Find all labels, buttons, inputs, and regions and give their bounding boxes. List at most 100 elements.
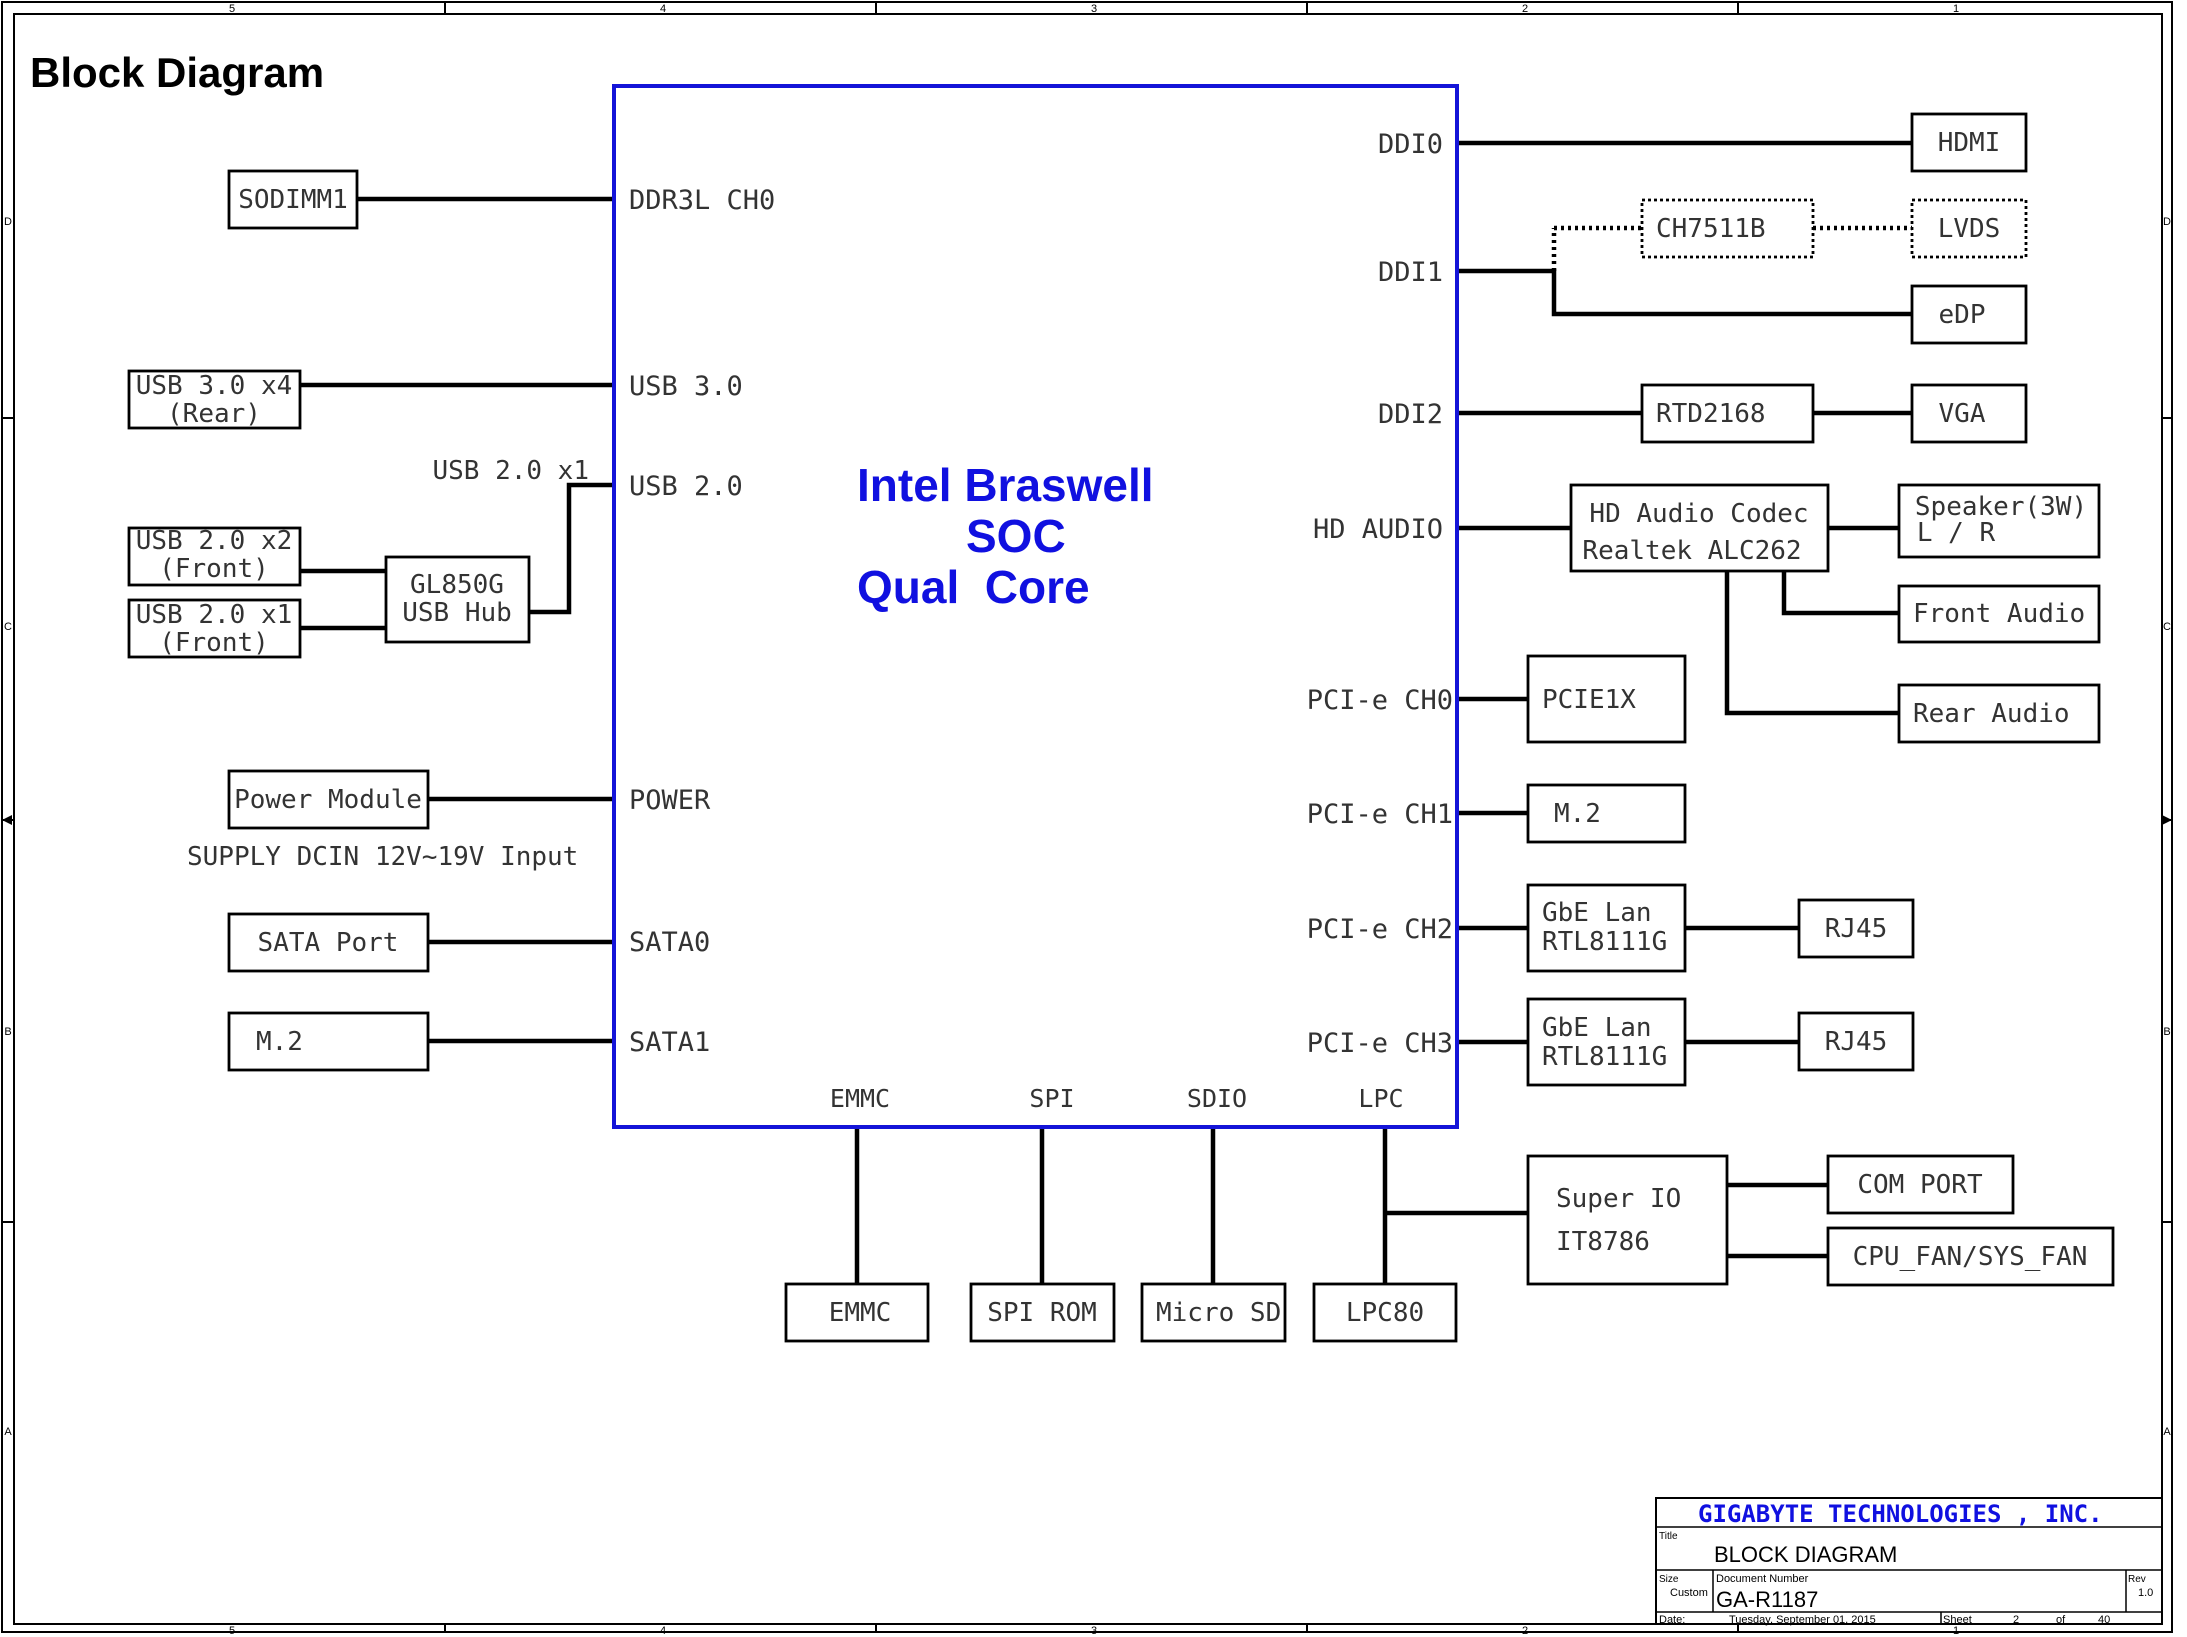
- usb-hub-chip: GL850G: [410, 570, 504, 600]
- block-gbe-lan-2: GbE Lan RTL8111G: [1526, 997, 1687, 1087]
- block-rear-audio: Rear Audio: [1897, 683, 2101, 744]
- col-label-top: 1: [1953, 3, 1959, 15]
- row-label-left: C: [4, 621, 12, 633]
- usb-hub-label: USB Hub: [402, 598, 512, 628]
- pin-hd-audio: HD AUDIO: [1313, 514, 1443, 545]
- pin-lpc: LPC: [1358, 1084, 1403, 1113]
- usb2-x1-front-sublabel: (Front): [159, 628, 269, 658]
- codec-label: HD Audio Codec: [1589, 499, 1808, 529]
- sodimm1-label: SODIMM1: [238, 185, 348, 215]
- soc-block: [612, 84, 1459, 1129]
- pin-spi: SPI: [1029, 1084, 1074, 1113]
- vga-label: VGA: [1939, 399, 1986, 429]
- col-label-bottom: 5: [229, 1625, 235, 1637]
- soc-cores: Qual Core: [857, 561, 1090, 613]
- pin-pcie-ch1: PCI-e CH1: [1307, 799, 1453, 830]
- pin-sata1: SATA1: [629, 1027, 710, 1058]
- pin-sdio: SDIO: [1187, 1084, 1247, 1113]
- pin-ddr3l-ch0: DDR3L CH0: [629, 185, 775, 216]
- block-rj45-2: RJ45: [1797, 1011, 1915, 1072]
- col-label-bottom: 4: [660, 1625, 666, 1637]
- spi-rom-label: SPI ROM: [987, 1298, 1097, 1328]
- pin-usb2: USB 2.0: [629, 471, 743, 502]
- emmc-label: EMMC: [829, 1298, 892, 1328]
- row-label-left: A: [4, 1426, 12, 1438]
- super-io-chip: IT8786: [1556, 1227, 1650, 1257]
- usb2-x2-label: USB 2.0 x2: [136, 526, 293, 556]
- row-label-right: D: [2163, 216, 2171, 228]
- pin-pcie-ch2: PCI-e CH2: [1307, 914, 1453, 945]
- usb2-x2-sublabel: (Front): [159, 554, 269, 584]
- pin-ddi1: DDI1: [1378, 257, 1443, 288]
- pin-ddi2: DDI2: [1378, 399, 1443, 430]
- rev-field-label: Rev: [2128, 1574, 2146, 1585]
- gbe2-label: GbE Lan: [1542, 1013, 1652, 1043]
- row-label-left: D: [4, 216, 12, 228]
- super-io-label: Super IO: [1556, 1184, 1681, 1214]
- size-value: Custom: [1670, 1587, 1708, 1599]
- rtd2168-label: RTD2168: [1656, 399, 1766, 429]
- m2-right-label: M.2: [1554, 799, 1601, 829]
- block-edp: eDP: [1910, 284, 2028, 345]
- ch7511b-label: CH7511B: [1656, 214, 1766, 244]
- pin-pcie-ch3: PCI-e CH3: [1307, 1028, 1453, 1059]
- usb3-rear-sublabel: (Rear): [167, 399, 261, 429]
- power-module-label: Power Module: [234, 785, 422, 815]
- speaker-sublabel: L / R: [1917, 518, 1996, 548]
- block-gbe-lan-1: GbE Lan RTL8111G: [1526, 883, 1687, 973]
- col-label-bottom: 1: [1953, 1625, 1959, 1637]
- block-speaker: Speaker(3W) L / R: [1897, 483, 2101, 559]
- col-label-top: 4: [660, 3, 666, 15]
- alignment-arrow-icon: [2, 815, 12, 825]
- com-port-label: COM PORT: [1857, 1170, 1983, 1200]
- block-sata-port: SATA Port: [227, 912, 430, 973]
- supply-label: SUPPLY DCIN 12V~19V Input: [187, 842, 578, 872]
- title-block: GIGABYTE TECHNOLOGIES , INC. Title BLOCK…: [1655, 1497, 2163, 1626]
- sheet-title: BLOCK DIAGRAM: [1714, 1542, 1897, 1567]
- size-field-label: Size: [1659, 1574, 1679, 1585]
- block-rj45-1: RJ45: [1797, 898, 1915, 959]
- col-label-top: 3: [1091, 3, 1097, 15]
- codec-chip: Realtek ALC262: [1582, 536, 1801, 566]
- block-usb3-rear: USB 3.0 x4 (Rear): [127, 369, 302, 430]
- block-ch7511b: CH7511B: [1640, 198, 1815, 259]
- soc-name: Intel Braswell: [857, 459, 1154, 511]
- soc-type: SOC: [966, 510, 1066, 562]
- rev-value: 1.0: [2138, 1587, 2153, 1599]
- gbe2-chip: RTL8111G: [1542, 1042, 1667, 1072]
- pin-emmc: EMMC: [830, 1084, 890, 1113]
- sheet-number: 2: [2013, 1614, 2019, 1626]
- pin-ddi0: DDI0: [1378, 129, 1443, 160]
- pcie1x-label: PCIE1X: [1542, 685, 1636, 715]
- docnum-field-label: Document Number: [1716, 1573, 1809, 1585]
- of-label: of: [2056, 1614, 2066, 1626]
- rj45-2-label: RJ45: [1825, 1027, 1888, 1057]
- date-field-label: Date:: [1659, 1614, 1685, 1626]
- speaker-label: Speaker(3W): [1915, 492, 2087, 522]
- pin-sata0: SATA0: [629, 927, 710, 958]
- front-audio-label: Front Audio: [1913, 599, 2085, 629]
- block-fan: CPU_FAN/SYS_FAN: [1826, 1226, 2115, 1287]
- m2-left-label: M.2: [256, 1027, 303, 1057]
- pin-power: POWER: [629, 785, 711, 816]
- gbe1-label: GbE Lan: [1542, 898, 1652, 928]
- block-super-io: Super IO IT8786: [1526, 1154, 1729, 1286]
- block-pcie1x: PCIE1X: [1526, 654, 1687, 744]
- sheet-field-label: Sheet: [1943, 1614, 1972, 1626]
- company-name: GIGABYTE TECHNOLOGIES , INC.: [1698, 1500, 2103, 1528]
- lpc80-label: LPC80: [1346, 1298, 1424, 1328]
- micro-sd-label: Micro SD: [1156, 1298, 1281, 1328]
- block-micro-sd: Micro SD: [1140, 1282, 1287, 1343]
- sheet-total: 40: [2098, 1614, 2110, 1626]
- sata-port-label: SATA Port: [258, 928, 399, 958]
- title-field-label: Title: [1659, 1531, 1678, 1542]
- usb3-rear-label: USB 3.0 x4: [136, 371, 293, 401]
- block-hdmi: HDMI: [1910, 112, 2028, 173]
- date-value: Tuesday, September 01, 2015: [1729, 1614, 1876, 1626]
- block-front-audio: Front Audio: [1897, 584, 2101, 644]
- block-m2-left: M.2: [227, 1011, 430, 1072]
- block-com-port: COM PORT: [1826, 1154, 2015, 1215]
- block-lpc80: LPC80: [1312, 1282, 1458, 1343]
